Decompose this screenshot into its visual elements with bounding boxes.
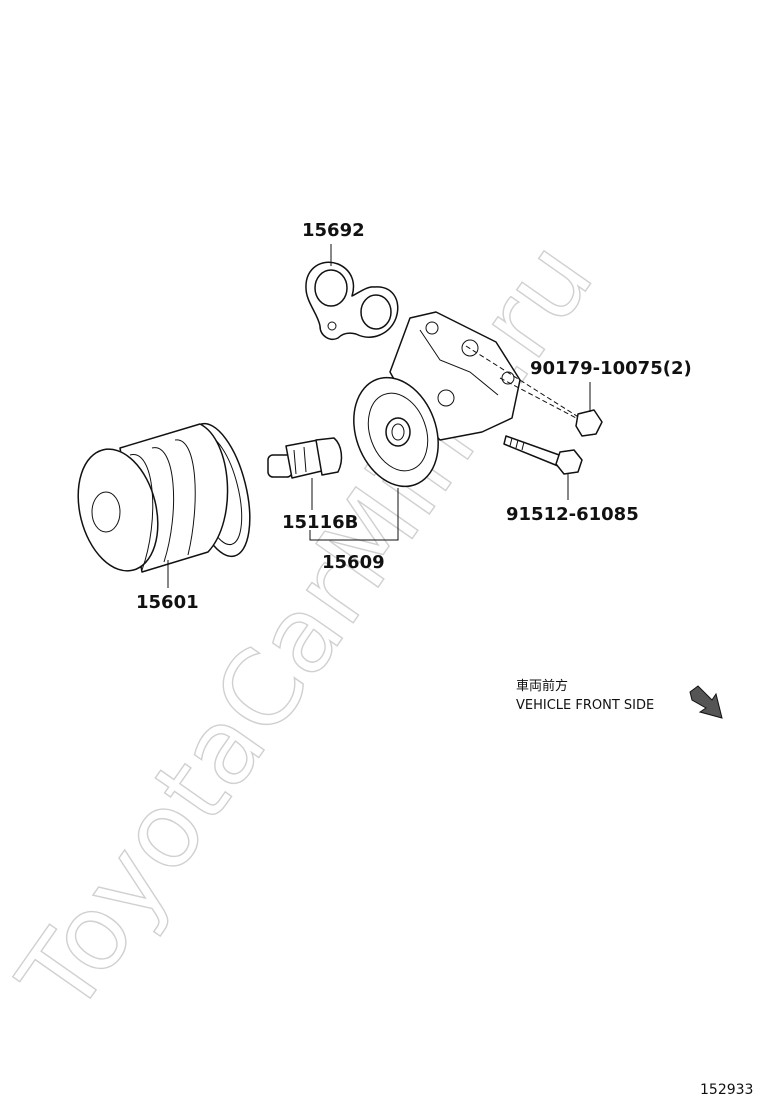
direction-label-english: VEHICLE FRONT SIDE bbox=[516, 698, 654, 713]
direction-label-japanese: 車両前方 bbox=[516, 678, 568, 694]
part-number-bolt-b: 91512-61085 bbox=[506, 504, 639, 525]
oil-filter-drawing bbox=[77, 422, 251, 573]
watermark: ToyotaCarMine.ru bbox=[0, 220, 617, 1035]
nut-drawing bbox=[465, 345, 603, 437]
part-number-sensor: 15116B bbox=[282, 512, 358, 533]
bolt-drawing bbox=[503, 435, 583, 475]
part-number-assembly: 15609 bbox=[322, 552, 385, 573]
leader-lines bbox=[167, 244, 591, 588]
oil-sensor-drawing bbox=[267, 437, 343, 479]
part-number-filter: 15601 bbox=[136, 592, 199, 613]
oil-cooler-assembly-drawing bbox=[353, 311, 521, 488]
gasket-drawing bbox=[305, 261, 399, 340]
part-number-bolt-a: 90179-10075(2) bbox=[530, 358, 692, 379]
front-direction-arrow-icon bbox=[689, 685, 723, 719]
part-number-gasket: 15692 bbox=[302, 220, 365, 241]
figure-reference-number: 152933 bbox=[700, 1082, 753, 1098]
